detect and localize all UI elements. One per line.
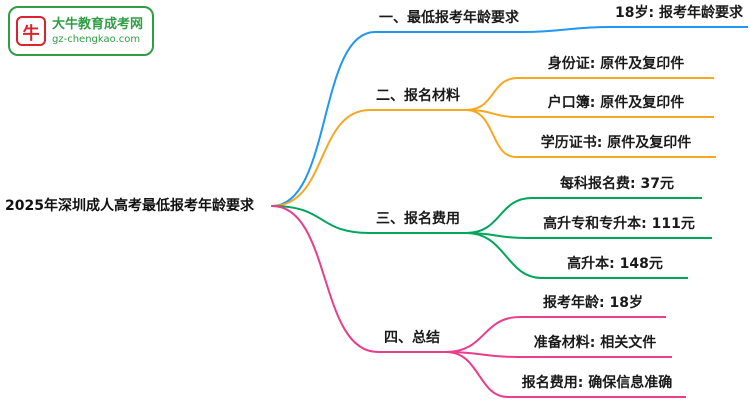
branch-2-child-2: 户口簿: 原件及复印件 xyxy=(518,94,714,118)
branch-1-connectors xyxy=(271,26,611,207)
branch-4-node: 四、总结 xyxy=(378,329,446,353)
branch-2-connectors xyxy=(271,77,519,207)
branch-4-child-1: 报考年龄: 18岁 xyxy=(520,294,666,318)
branch-4-child-2: 准备材料: 相关文件 xyxy=(518,334,672,358)
logo-url: gz-chengkao.com xyxy=(52,33,141,45)
branch-2-child-1: 身份证: 原件及复印件 xyxy=(518,55,714,79)
branch-4-connectors xyxy=(271,205,521,398)
branch-1-node: 一、最低报考年龄要求 xyxy=(375,9,523,33)
branch-3-node: 三、报名费用 xyxy=(370,210,466,234)
root-node: 2025年深圳成人高考最低报考年龄要求 xyxy=(5,198,254,214)
branch-3-child-1: 每科报名费: 37元 xyxy=(532,175,702,199)
branch-3-connectors xyxy=(271,197,543,279)
branch-3-child-2: 高升专和专升本: 111元 xyxy=(526,215,712,239)
logo-title: 大牛教育成考网 xyxy=(52,16,144,32)
site-logo: 牛 大牛教育成考网 gz-chengkao.com xyxy=(8,6,154,56)
logo-icon: 牛 xyxy=(16,16,46,46)
logo-text: 大牛教育成考网 gz-chengkao.com xyxy=(52,17,143,46)
branch-3-child-3: 高升本: 148元 xyxy=(542,255,688,279)
branch-1-child-1: 18岁: 报考年龄要求 xyxy=(610,4,748,28)
branch-4-child-3: 报名费用: 确保信息准确 xyxy=(508,374,686,398)
branch-2-child-3: 学历证书: 原件及复印件 xyxy=(516,134,716,158)
branch-2-node: 二、报名材料 xyxy=(370,87,466,111)
